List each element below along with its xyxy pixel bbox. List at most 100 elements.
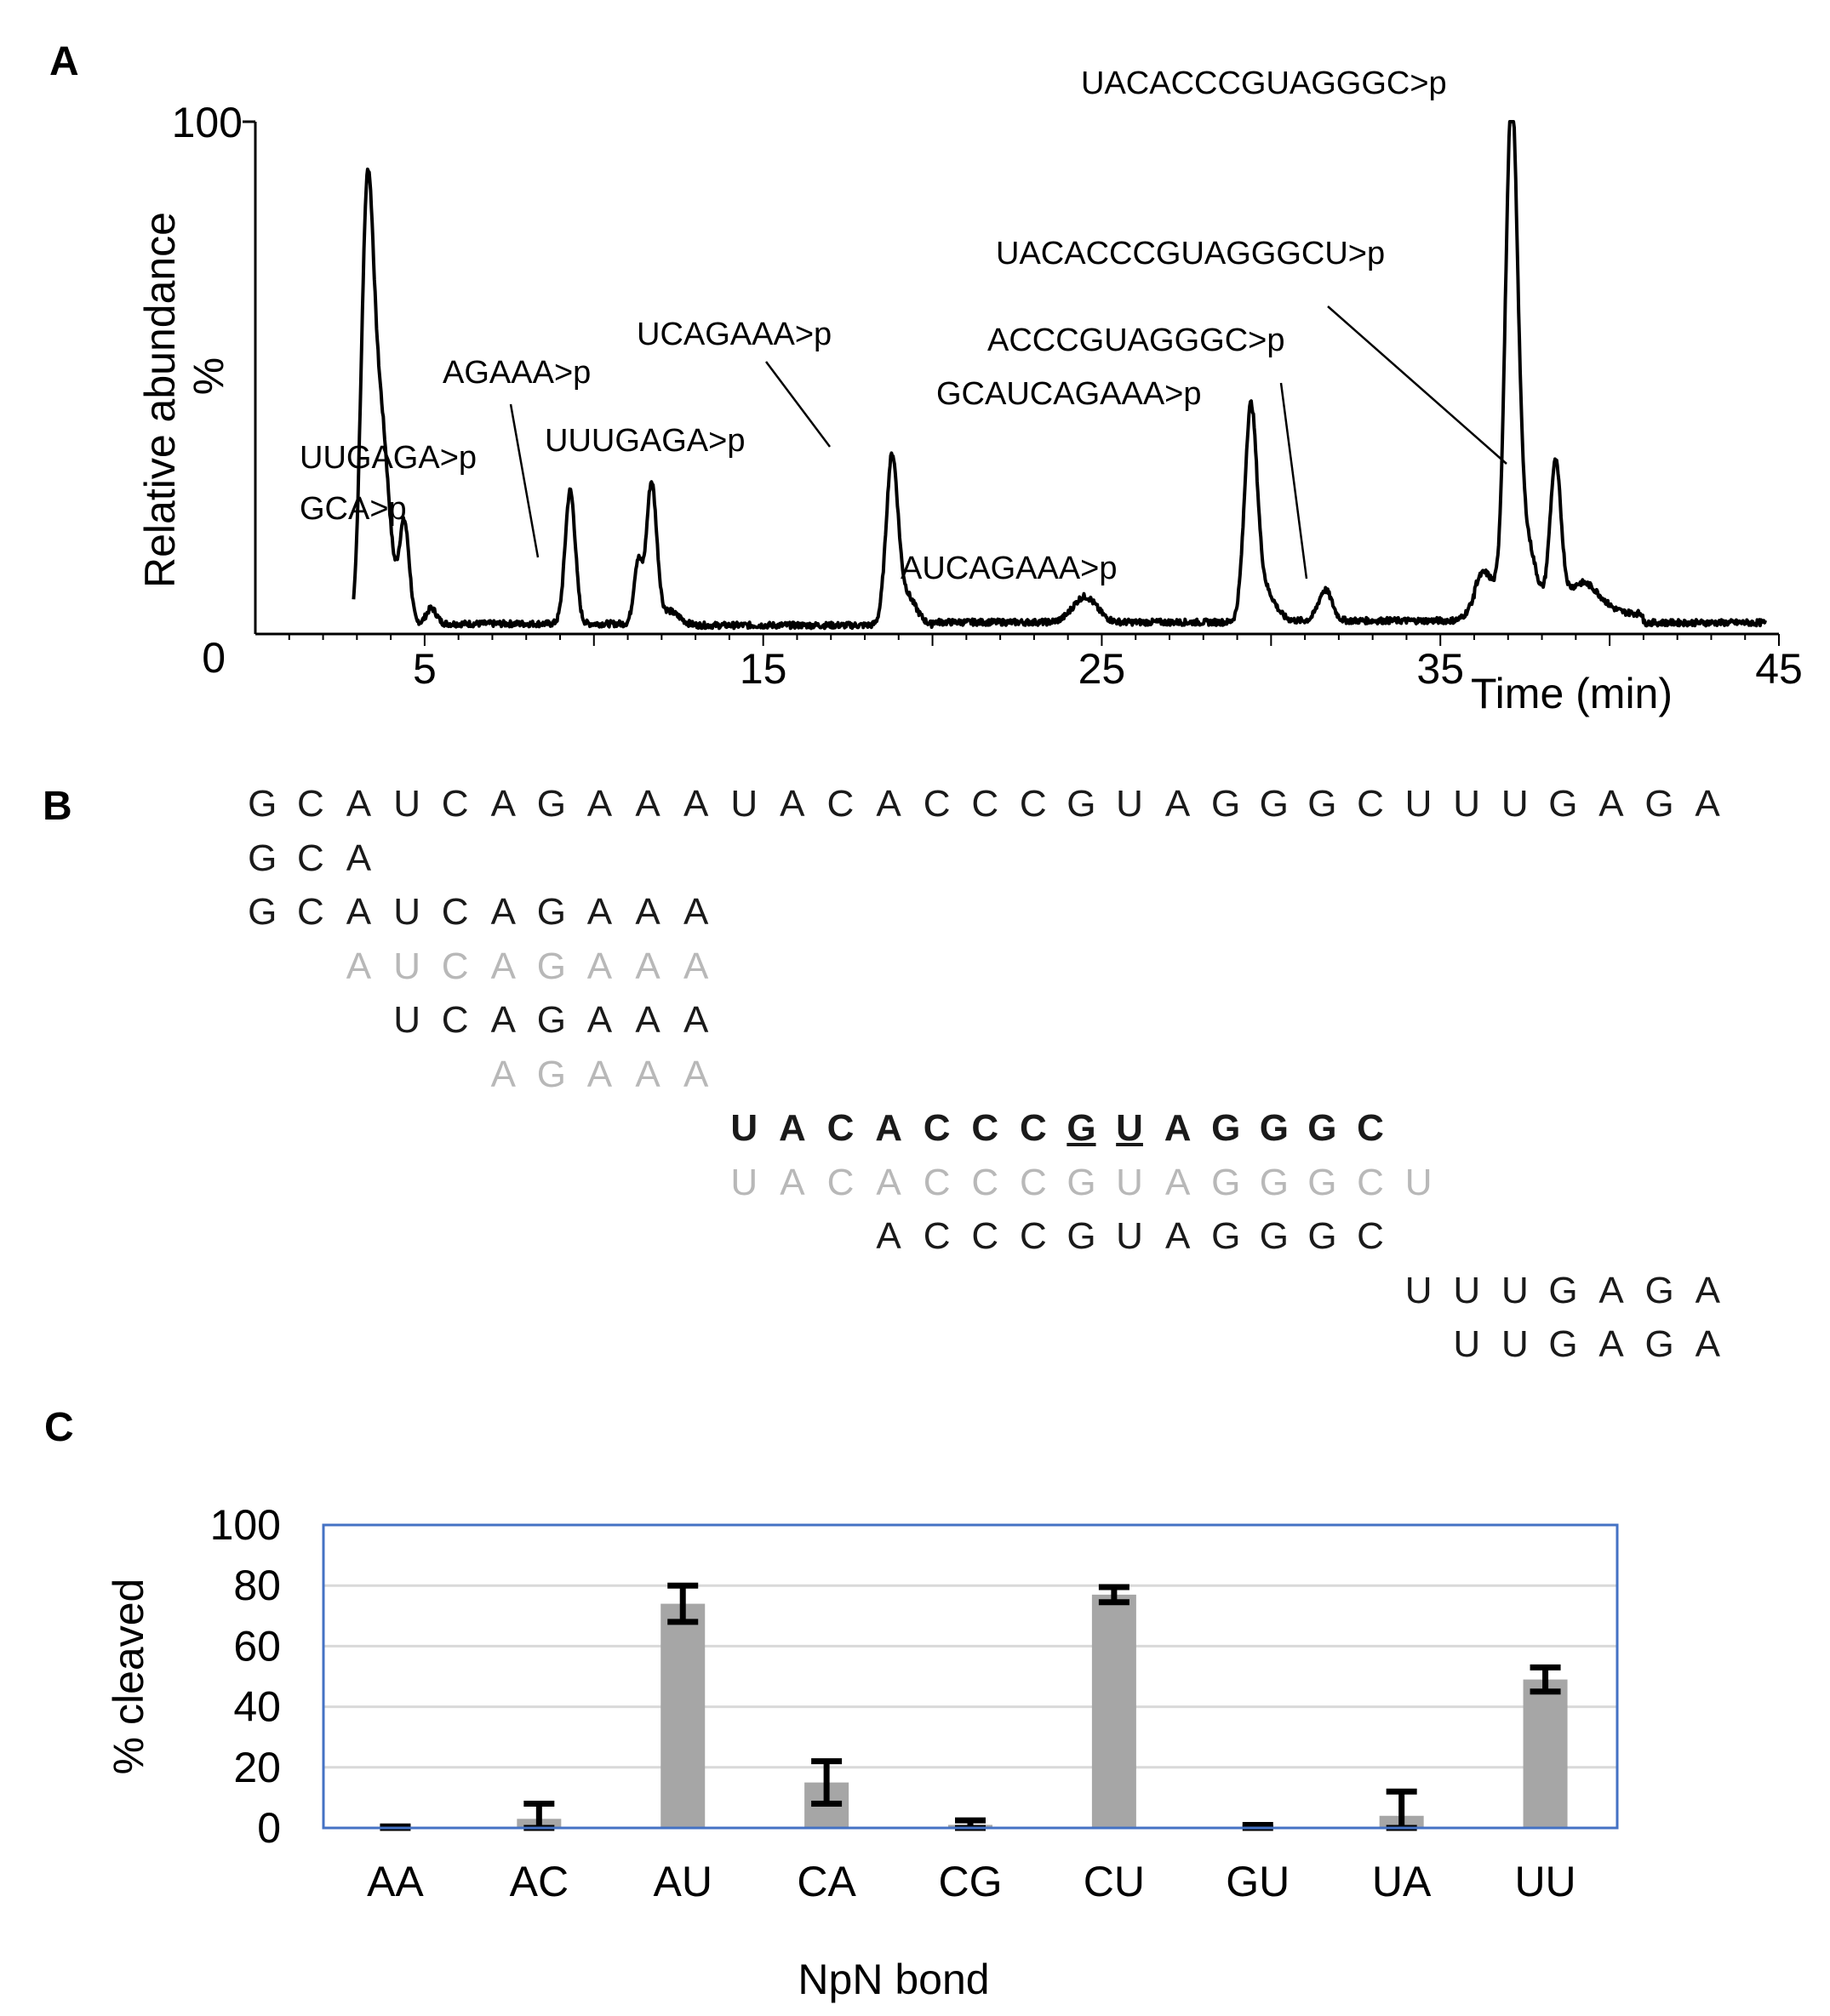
nucleotide: G [248, 783, 277, 825]
nucleotide: U [730, 1107, 758, 1149]
nucleotide: A [779, 1107, 806, 1149]
nucleotide: A [346, 945, 372, 987]
nucleotide: U [1501, 1269, 1529, 1311]
nucleotide: A [1695, 783, 1720, 825]
nucleotide: G [1211, 783, 1241, 825]
nucleotide: A [875, 1107, 902, 1149]
x-tick-label: CU [1084, 1858, 1145, 1905]
nucleotide: C [1357, 1107, 1384, 1149]
nucleotide: G [1307, 1161, 1337, 1203]
nucleotide: G [1548, 1269, 1578, 1311]
x-tick-label: 45 [1755, 645, 1803, 693]
nucleotide: A [490, 783, 516, 825]
x-tick-label: UU [1514, 1858, 1576, 1905]
nucleotide: G [1644, 1323, 1674, 1365]
x-tick-label: CA [797, 1858, 856, 1905]
y-axis-unit: % [185, 357, 232, 395]
peak-annotation: AUCAGAAA>p [901, 551, 1118, 586]
nucleotide: A [490, 891, 516, 933]
y-tick-label: 40 [233, 1683, 281, 1731]
nucleotide: C [297, 783, 324, 825]
nucleotide: G [1644, 783, 1674, 825]
nucleotide: G [1548, 1323, 1578, 1365]
nucleotide: G [1067, 1161, 1096, 1203]
nucleotide: C [923, 1161, 951, 1203]
nucleotide: C [1019, 1107, 1047, 1149]
nucleotide: A [780, 783, 805, 825]
y-tick-label: 80 [233, 1562, 281, 1609]
nucleotide: G [1307, 783, 1337, 825]
annotation-leader-line [1327, 306, 1507, 465]
nucleotide: G [248, 891, 277, 933]
nucleotide: A [490, 999, 516, 1041]
y-tick-label: 60 [233, 1622, 281, 1670]
panel-b-label: B [43, 784, 72, 829]
nucleotide: C [971, 783, 999, 825]
nucleotide: G [1067, 1107, 1096, 1149]
peak-annotation: GCAUCAGAAA>p [936, 376, 1202, 412]
nucleotide: A [1164, 1161, 1191, 1203]
nucleotide: U [1501, 1323, 1529, 1365]
nucleotide: G [1067, 783, 1096, 825]
y-tick-label: 0 [202, 634, 226, 682]
nucleotide: G [536, 1053, 566, 1095]
nucleotide: G [536, 783, 566, 825]
x-tick-label: AU [653, 1858, 712, 1905]
nucleotide: A [586, 945, 613, 987]
nucleotide: U [1404, 783, 1433, 825]
nucleotide: C [441, 891, 469, 933]
error-bar [811, 1758, 843, 1808]
nucleotide: U [1404, 1161, 1433, 1203]
nucleotide: C [1019, 1215, 1047, 1257]
x-tick-label: AA [367, 1858, 424, 1905]
nucleotide: G [536, 999, 566, 1041]
nucleotide: G [1259, 1161, 1289, 1203]
y-tick-label: 100 [210, 1501, 281, 1549]
x-axis-label: NpN bond [798, 1956, 989, 2003]
nucleotide: U [1116, 1161, 1143, 1203]
y-tick-label: 20 [233, 1744, 281, 1791]
nucleotide: A [346, 783, 372, 825]
y-axis-label: Relative abundance [136, 212, 184, 588]
annotation-leader-line [765, 361, 831, 448]
nucleotide: G [1548, 783, 1578, 825]
nucleotide: G [1307, 1107, 1337, 1149]
nucleotide: U [393, 783, 420, 825]
nucleotide: U [1501, 783, 1529, 825]
nucleotide: U [1116, 1107, 1143, 1149]
bar-au [661, 1603, 706, 1828]
chromatogram-trace [352, 120, 1768, 631]
x-tick-label: CG [939, 1858, 1003, 1905]
x-tick-label: UA [1372, 1858, 1432, 1905]
nucleotide: G [1259, 783, 1289, 825]
y-axis-label: % cleaved [105, 1579, 152, 1775]
nucleotide: U [1453, 783, 1481, 825]
nucleotide: G [1067, 1215, 1096, 1257]
peak-annotation: GCA>p [300, 491, 407, 527]
x-axis-label: Time (min) [1471, 670, 1673, 717]
nucleotide: C [1019, 783, 1047, 825]
panel-a-label: A [49, 39, 79, 84]
error-bar [1098, 1584, 1129, 1606]
x-tick-label: GU [1226, 1858, 1290, 1905]
nucleotide: A [586, 783, 613, 825]
peak-annotation: UACACCCGUAGGGCU>p [996, 236, 1385, 271]
nucleotide: C [971, 1161, 999, 1203]
nucleotide: C [1357, 1215, 1384, 1257]
nucleotide: A [346, 837, 372, 879]
nucleotide: A [635, 999, 661, 1041]
nucleotide: C [971, 1215, 999, 1257]
nucleotide: G [1211, 1161, 1241, 1203]
peak-annotation: AGAAA>p [443, 355, 591, 391]
nucleotide: G [1211, 1107, 1241, 1149]
